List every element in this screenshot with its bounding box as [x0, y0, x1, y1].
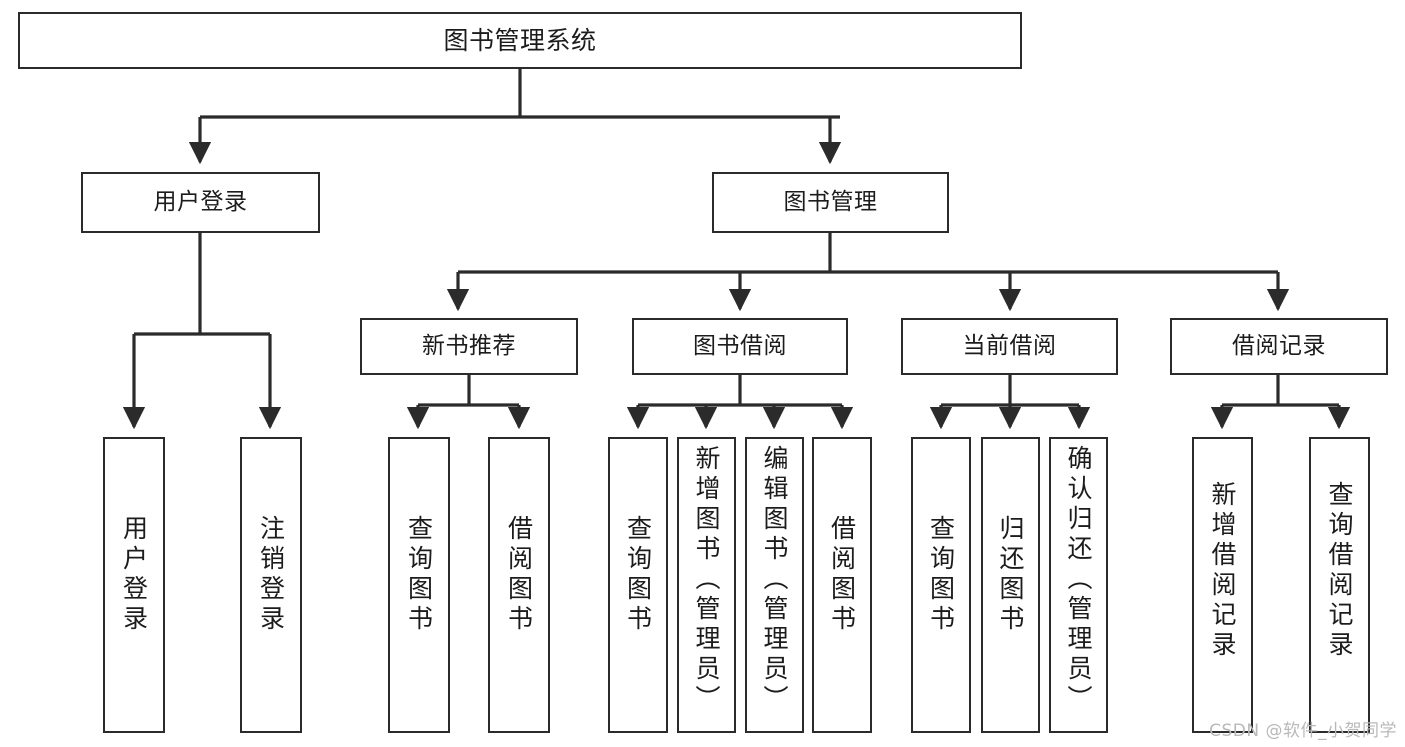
node-leaf-query-record-label: 查询借阅记录	[1325, 481, 1354, 661]
node-leaf-query-book-3-label: 查询图书	[926, 515, 956, 635]
node-leaf-user-logout[interactable]: 注销登录	[240, 437, 302, 733]
node-new-book-recommend[interactable]: 新书推荐	[360, 318, 578, 375]
node-book-borrow-label: 图书借阅	[693, 332, 787, 359]
node-leaf-confirm-return[interactable]: 确认归还（管理员）	[1049, 437, 1108, 733]
node-user-login[interactable]: 用户登录	[81, 172, 320, 233]
node-current-borrow-label: 当前借阅	[962, 332, 1057, 359]
node-root-label: 图书管理系统	[443, 25, 597, 55]
node-leaf-query-book-2[interactable]: 查询图书	[608, 437, 668, 733]
node-leaf-add-record-label: 新增借阅记录	[1208, 481, 1237, 661]
node-leaf-query-book-3[interactable]: 查询图书	[911, 437, 971, 733]
node-user-login-label: 用户登录	[153, 188, 248, 215]
node-leaf-return-book[interactable]: 归还图书	[981, 437, 1040, 733]
node-leaf-add-book-label: 新增图书（管理员）	[692, 445, 721, 715]
node-leaf-query-book-2-label: 查询图书	[623, 515, 653, 635]
node-leaf-edit-book-label: 编辑图书（管理员）	[760, 445, 789, 715]
watermark: CSDN @软件_小贺同学	[1209, 721, 1397, 741]
node-new-book-recommend-label: 新书推荐	[422, 332, 516, 359]
node-leaf-user-logout-label: 注销登录	[256, 515, 286, 635]
node-leaf-borrow-book-1-label: 借阅图书	[504, 515, 534, 635]
node-borrow-record-label: 借阅记录	[1232, 332, 1326, 359]
node-leaf-query-book-1-label: 查询图书	[404, 515, 434, 635]
node-leaf-query-record[interactable]: 查询借阅记录	[1309, 437, 1370, 733]
node-leaf-borrow-book-2[interactable]: 借阅图书	[812, 437, 872, 733]
node-leaf-borrow-book-1[interactable]: 借阅图书	[488, 437, 550, 733]
node-leaf-user-login-label: 用户登录	[119, 515, 149, 635]
node-leaf-return-book-label: 归还图书	[996, 515, 1025, 635]
node-root[interactable]: 图书管理系统	[18, 12, 1022, 69]
node-leaf-add-book[interactable]: 新增图书（管理员）	[677, 437, 736, 733]
node-book-borrow[interactable]: 图书借阅	[632, 318, 848, 375]
node-leaf-borrow-book-2-label: 借阅图书	[827, 515, 857, 635]
node-leaf-edit-book[interactable]: 编辑图书（管理员）	[745, 437, 804, 733]
node-book-management[interactable]: 图书管理	[712, 172, 949, 233]
node-leaf-user-login[interactable]: 用户登录	[103, 437, 165, 733]
node-leaf-add-record[interactable]: 新增借阅记录	[1192, 437, 1253, 733]
node-leaf-confirm-return-label: 确认归还（管理员）	[1064, 445, 1093, 715]
node-book-management-label: 图书管理	[783, 188, 878, 215]
node-current-borrow[interactable]: 当前借阅	[901, 318, 1118, 375]
node-leaf-query-book-1[interactable]: 查询图书	[388, 437, 450, 733]
node-borrow-record[interactable]: 借阅记录	[1170, 318, 1388, 375]
